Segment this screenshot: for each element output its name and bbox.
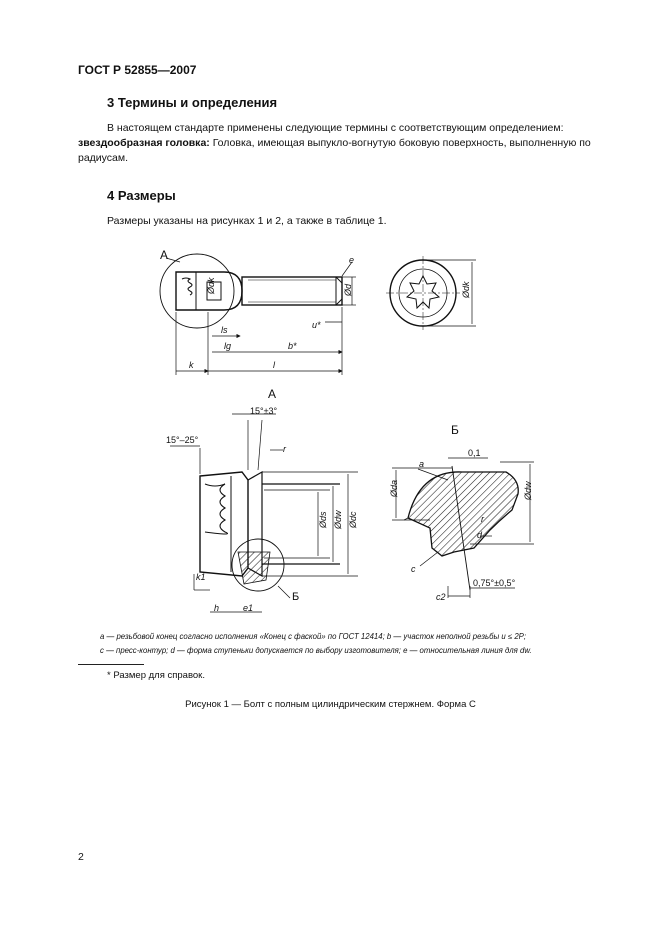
term-star-head: звездообразная головка: [78,137,210,149]
footnote: * Размер для справок. [107,670,205,681]
label-dk: Ødk [206,277,216,295]
label-l: l [273,360,276,370]
view-a-title: А [268,387,276,401]
label-h: h [214,603,219,613]
section-b-marker: Б [292,591,299,603]
bolt-end-view [386,256,476,330]
section-4-intro: Размеры указаны на рисунках 1 и 2, а так… [107,215,387,227]
section-4-title: 4 Размеры [107,188,176,203]
figure-caption: Рисунок 1 — Болт с полным цилиндрическим… [185,699,476,710]
figure-notes-line1: а — резьбовой конец согласно исполнения … [100,632,527,641]
label-d-b: d [477,530,483,540]
bolt-side-view [159,253,356,375]
view-a-marker: А [160,248,168,262]
label-k: k [189,360,194,370]
label-k1: k1 [196,572,206,582]
label-c-b: c [411,564,416,574]
figure-1-drawing: А е Ødk Ød ls lg u* b* k l Ødk А [159,248,534,613]
standard-header: ГОСТ Р 52855—2007 [78,63,197,77]
angle-0-75: 0,75°±0,5° [473,578,516,588]
label-da: Øda [389,480,399,498]
label-ds: Øds [318,511,328,529]
label-dw: Ødw [333,510,343,530]
section-3-paragraph: В настоящем стандарте применены следующи… [78,121,618,166]
label-c2: c2 [436,592,446,602]
label-ls: ls [221,325,228,335]
label-dc: Ødc [348,511,358,529]
label-dw-b: Ødw [523,481,533,501]
label-a: а [419,459,424,469]
term-definition: Головка, имеющая выпукло-вогнутую бокову… [78,137,591,164]
label-0-1: 0,1 [468,448,481,458]
page-number: 2 [78,851,84,863]
label-b: b* [288,341,297,351]
label-r-b: r [481,514,485,524]
view-b-title: Б [451,423,459,437]
label-lg: lg [224,341,231,351]
angle-15-25: 15°–25° [166,435,199,445]
label-r-a: r [283,444,287,454]
label-e: е [349,255,354,265]
label-e1: e1 [243,603,253,613]
section-3-title: 3 Термины и определения [107,95,278,110]
view-a-drawing [170,413,358,613]
label-dk-end: Ødk [461,281,471,299]
figure-notes-line2: c — пресс-контур; d — форма ступеньки до… [100,646,532,655]
view-b-drawing [392,457,534,598]
label-u: u* [312,320,321,330]
footnote-divider [78,664,144,665]
label-d: Ød [343,283,353,297]
section-3-intro: В настоящем стандарте применены следующи… [107,122,564,134]
angle-15-3: 15°±3° [250,406,278,416]
